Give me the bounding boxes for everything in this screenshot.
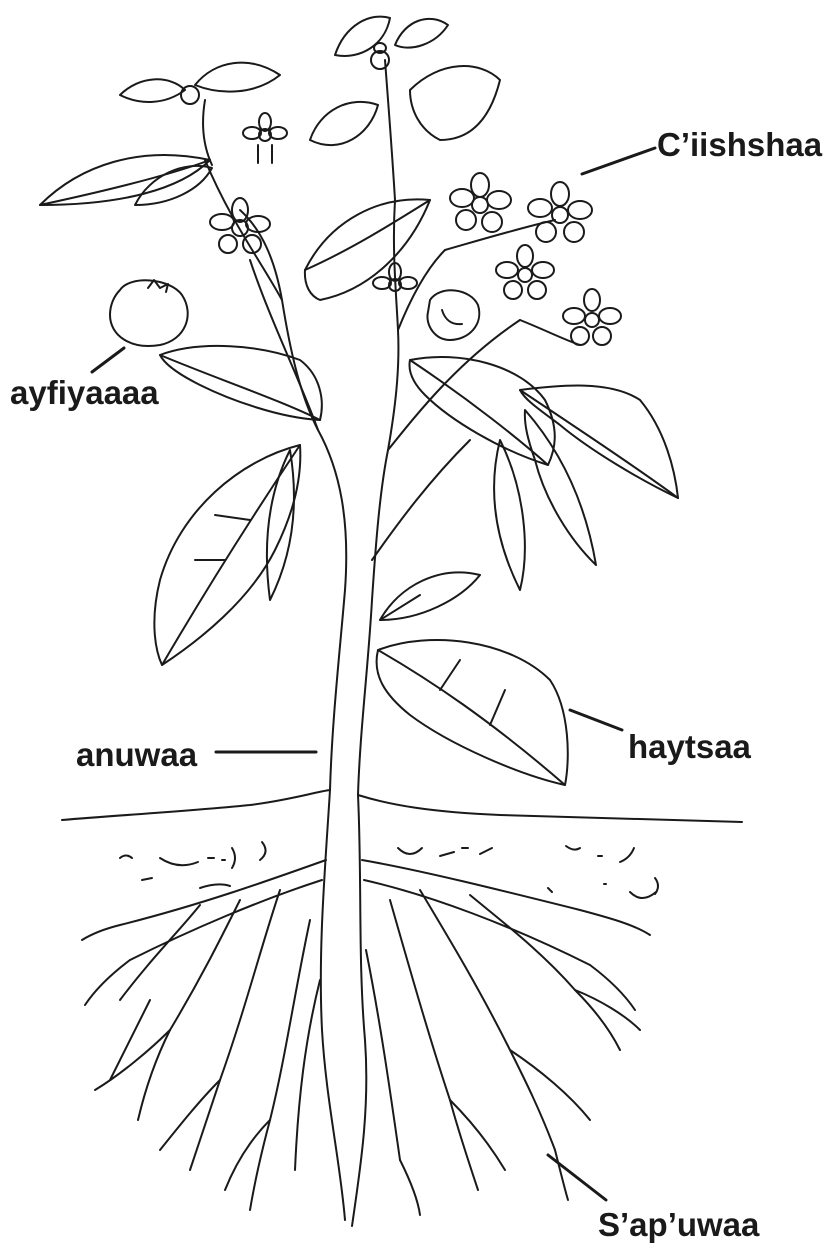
- flower-2: [243, 113, 287, 163]
- leader-fruit: [92, 348, 124, 372]
- leader-root: [548, 1155, 606, 1200]
- fruits: [110, 280, 479, 346]
- stem: [205, 60, 580, 795]
- label-fruit: ayfiyaaaa: [10, 376, 159, 409]
- ground: [62, 790, 742, 898]
- leader-flower: [582, 148, 655, 174]
- buds: [181, 43, 389, 104]
- label-leaf: haytsaa: [628, 730, 751, 763]
- leader-leaf: [570, 710, 622, 730]
- fruit-main: [110, 280, 188, 346]
- flower-3: [450, 173, 511, 232]
- leader-lines: [92, 148, 655, 1200]
- label-root: S’ap’uwaa: [598, 1208, 759, 1241]
- fruit-small: [427, 290, 479, 340]
- flower-5: [496, 245, 554, 299]
- flowers: [181, 43, 621, 345]
- label-flower: C’iishshaa: [657, 128, 822, 161]
- flower-4: [528, 182, 592, 242]
- label-stem: anuwaa: [76, 738, 197, 771]
- roots: [82, 790, 650, 1226]
- flower-1: [210, 198, 270, 253]
- flower-6: [563, 289, 621, 345]
